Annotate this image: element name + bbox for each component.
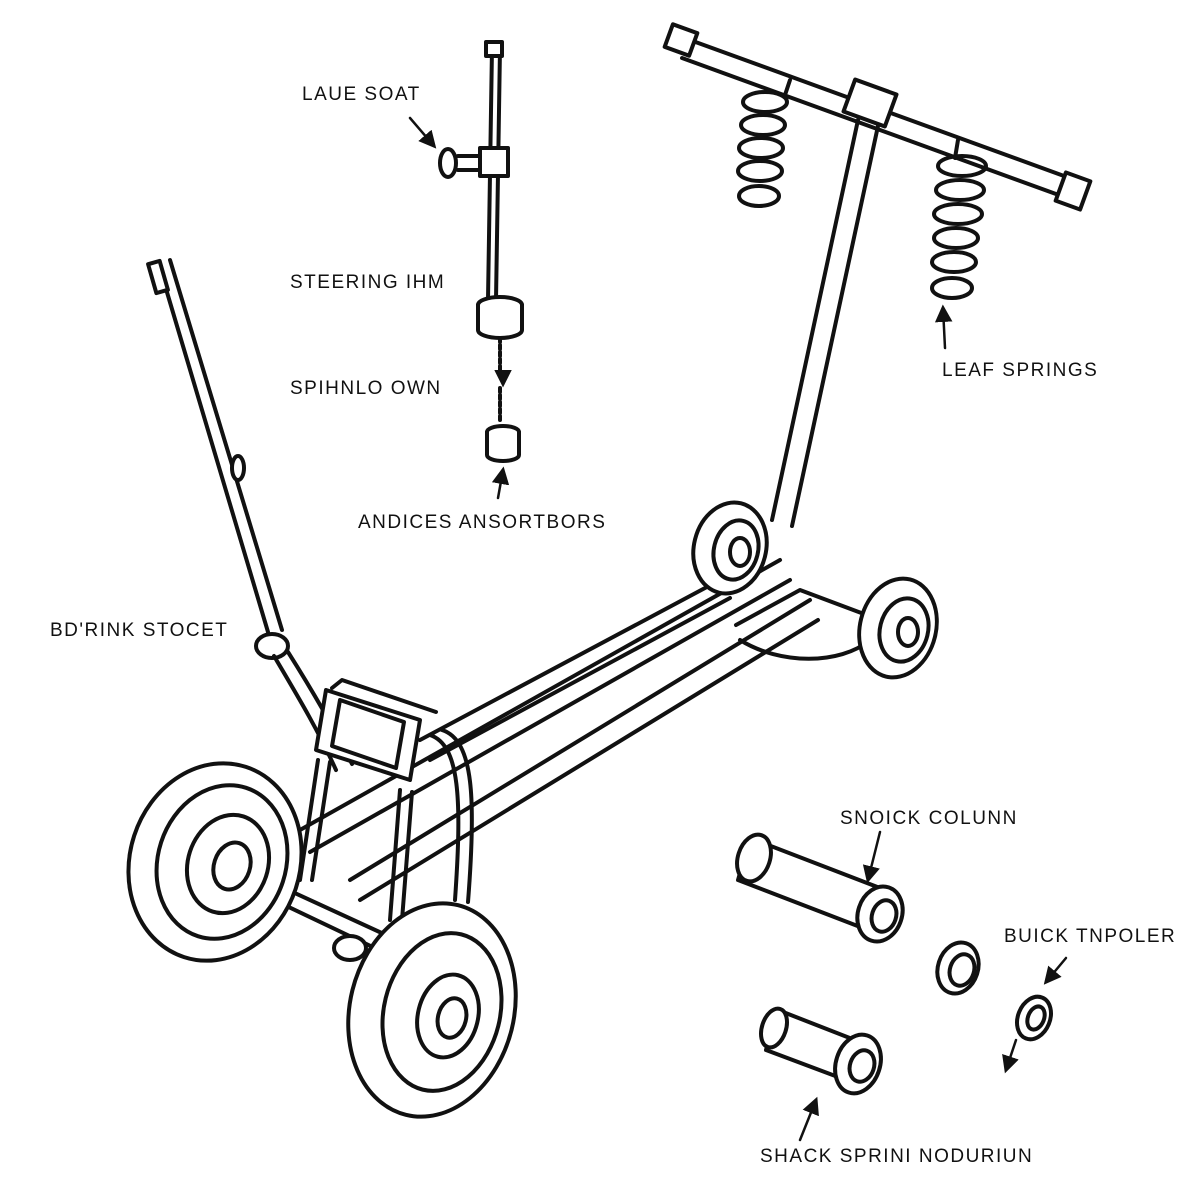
t-handle-assembly xyxy=(662,22,1093,528)
label-buick-tipoler: BUICK TNPOLER xyxy=(1004,926,1176,947)
long-lever xyxy=(146,258,354,772)
chassis-frame xyxy=(224,558,882,962)
label-spring-own: SPIHNLO OWN xyxy=(290,378,442,399)
label-steering-arm: STEERING IHM xyxy=(290,272,445,293)
label-lave-soat: LAUE SOAT xyxy=(302,84,421,105)
part-washer xyxy=(1015,994,1053,1042)
label-shack-spring: SHACK SPRINI NODURIUN xyxy=(760,1146,1033,1167)
label-absorbers: ANDICES ANSORTBORS xyxy=(358,512,606,533)
coil-spring-right xyxy=(930,138,988,300)
wheel-rear-left xyxy=(691,500,769,596)
wheel-rear-right xyxy=(857,576,939,680)
label-snoick-column: SNOICK COLUNN xyxy=(840,808,1018,829)
part-bolt-small xyxy=(759,1006,883,1096)
label-leaf-springs: LEAF SPRINGS xyxy=(942,360,1098,381)
coil-spring-left xyxy=(736,78,792,208)
steering-shaft xyxy=(438,40,524,463)
wheel-front-right xyxy=(346,901,518,1119)
label-drink-stocet: BD'RINK STOCET xyxy=(50,620,228,641)
part-nut xyxy=(935,940,981,996)
leader-arrows xyxy=(408,116,1068,1142)
wheel-front-left xyxy=(126,761,304,963)
part-bolt-large xyxy=(735,832,905,944)
